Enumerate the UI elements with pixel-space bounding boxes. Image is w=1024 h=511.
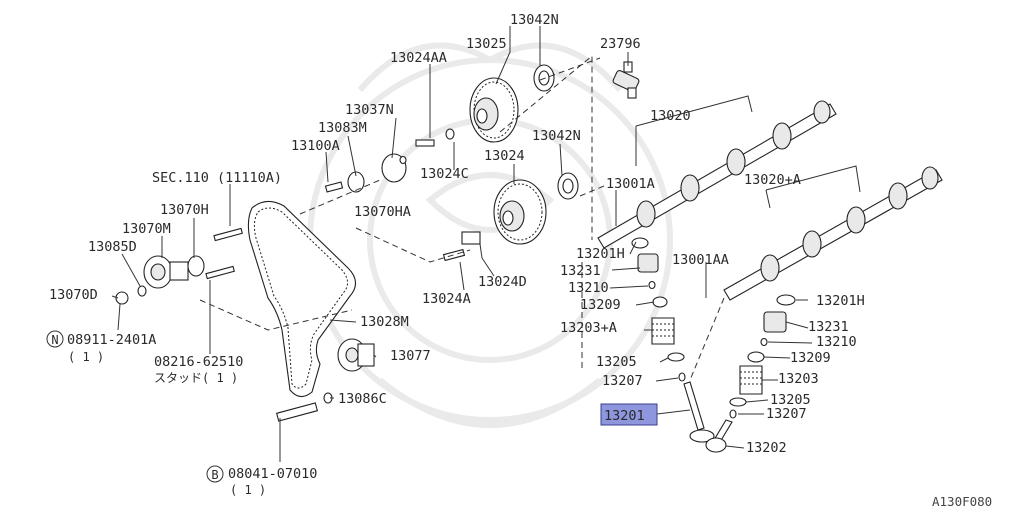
circle-n-badge: N <box>46 330 64 348</box>
hardware <box>115 128 481 422</box>
assembly-lines <box>199 54 725 381</box>
label-13201h-right: 13201H <box>816 293 865 309</box>
label-13070h: 13070H <box>160 202 209 218</box>
label-13201h-top: 13201H <box>576 246 625 262</box>
label-13020: 13020 <box>650 108 691 124</box>
label-13020a: 13020+A <box>744 172 801 188</box>
cam-sprocket-upper <box>469 77 519 143</box>
label-13207-left: 13207 <box>602 373 643 389</box>
label-stud-code: 08216-62510 <box>154 354 243 370</box>
label-13024c: 13024C <box>420 166 469 182</box>
label-13207-right: 13207 <box>766 406 807 422</box>
oil-seal-lower <box>557 172 579 200</box>
label-b-qty: ( 1 ) <box>230 483 266 497</box>
label-13042n-top: 13042N <box>510 12 559 28</box>
camshaft-lower <box>723 166 943 301</box>
label-13028m: 13028M <box>360 314 409 330</box>
camshaft-upper <box>597 100 837 249</box>
valve-train-left <box>631 237 715 443</box>
timing-belt <box>247 200 357 398</box>
svg-text:N: N <box>51 333 58 347</box>
label-n-code: 08911-2401A <box>67 332 156 348</box>
label-13070m: 13070M <box>122 221 171 237</box>
cam-sensor <box>612 61 640 99</box>
belt-tensioner <box>143 255 205 289</box>
label-sec110: SEC.110 (11110A) <box>152 170 282 186</box>
svg-text:B: B <box>211 468 218 482</box>
highlight-box <box>600 403 658 426</box>
idler-pulley <box>337 338 375 372</box>
label-stud-name: スタッド( 1 ) <box>154 371 238 385</box>
label-13024: 13024 <box>484 148 525 164</box>
label-13205-left: 13205 <box>596 354 637 370</box>
label-n-qty: ( 1 ) <box>68 350 104 364</box>
label-13037n: 13037N <box>345 102 394 118</box>
label-13231-right: 13231 <box>808 319 849 335</box>
label-13070d: 13070D <box>49 287 98 303</box>
label-13100a: 13100A <box>291 138 340 154</box>
label-13209-right: 13209 <box>790 350 831 366</box>
label-13001a: 13001A <box>606 176 655 192</box>
label-13202: 13202 <box>746 440 787 456</box>
label-13001aa: 13001AA <box>672 252 729 268</box>
label-13077: 13077 <box>390 348 431 364</box>
label-13085d: 13085D <box>88 239 137 255</box>
cam-sprocket-lower <box>493 179 547 245</box>
label-ref-code: A130F080 <box>932 494 992 509</box>
label-23796: 23796 <box>600 36 641 52</box>
label-13201: 13201 <box>604 408 645 424</box>
label-13203a: 13203+A <box>560 320 617 336</box>
label-13024aa: 13024AA <box>390 50 447 66</box>
label-13203: 13203 <box>778 371 819 387</box>
label-13205-right: 13205 <box>770 392 811 408</box>
circle-b-badge: B <box>206 465 224 483</box>
label-13209-left: 13209 <box>580 297 621 313</box>
label-13042n-mid: 13042N <box>532 128 581 144</box>
label-13024d: 13024D <box>478 274 527 290</box>
part-labels: 13042N 13025 23796 13024AA 13037N 13020 … <box>49 12 992 509</box>
oil-seal-upper <box>533 64 555 92</box>
label-13231-left: 13231 <box>560 263 601 279</box>
label-13025: 13025 <box>466 36 507 52</box>
label-13024a: 13024A <box>422 291 471 307</box>
label-13083m: 13083M <box>318 120 367 136</box>
label-13210-right: 13210 <box>816 334 857 350</box>
label-13070ha: 13070HA <box>354 204 411 220</box>
label-b-code: 08041-07010 <box>228 466 317 482</box>
label-13086c: 13086C <box>338 391 387 407</box>
leader-lines <box>111 26 861 462</box>
label-13210-left: 13210 <box>568 280 609 296</box>
